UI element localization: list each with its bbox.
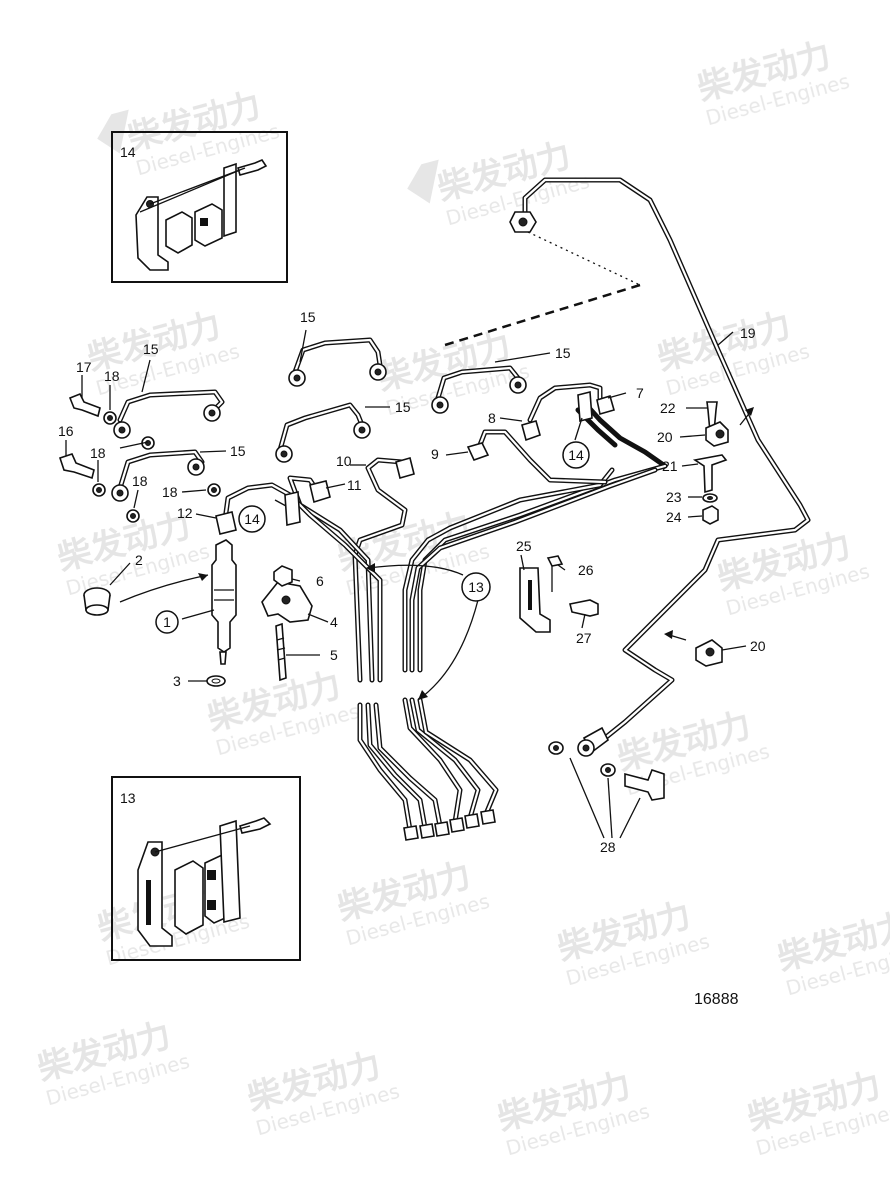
callout-20-lower: 20 [750, 638, 766, 654]
callout-27: 27 [576, 630, 592, 646]
lower-pipe-bundle [357, 697, 499, 841]
callout-12: 12 [177, 505, 193, 521]
callout-7: 7 [636, 385, 644, 401]
leak-off-pipes-15 [111, 337, 527, 502]
callout-9: 9 [431, 446, 439, 462]
callout-5: 5 [330, 647, 338, 663]
callout-15-middle-lower: 15 [395, 399, 411, 415]
callout-3: 3 [173, 673, 181, 689]
callout-15-left-upper: 15 [143, 341, 159, 357]
inset-14-label: 14 [120, 144, 136, 160]
callout-11: 11 [347, 477, 362, 493]
callout-8: 8 [488, 410, 496, 426]
delivery-pipes [215, 382, 668, 683]
callout-26: 26 [578, 562, 594, 578]
callout-2: 2 [135, 552, 143, 568]
inset-13-label: 13 [120, 790, 136, 806]
callout-17: 17 [76, 359, 92, 375]
dashed-connection [444, 231, 641, 347]
callout-10: 10 [336, 453, 352, 469]
callout-25: 25 [516, 538, 532, 554]
callout-15-middle-upper: 15 [300, 309, 316, 325]
callout-18-a: 18 [104, 368, 120, 384]
callout-4: 4 [330, 614, 338, 630]
callout-6: 6 [316, 573, 324, 589]
injector-assembly [83, 539, 313, 687]
return-pipe-19 [509, 177, 811, 757]
callout-28: 28 [600, 839, 616, 855]
callout-23: 23 [666, 489, 682, 505]
inset-13-clamp-detail: 13 [111, 776, 301, 961]
callout-14-left: 14 [244, 511, 260, 527]
callout-14-right: 14 [568, 447, 584, 463]
callout-24: 24 [666, 509, 682, 525]
banjo-bolts [58, 392, 221, 523]
callout-18-b: 18 [90, 445, 106, 461]
callout-21: 21 [662, 458, 678, 474]
callout-15-right: 15 [555, 345, 571, 361]
drawing-number: 16888 [694, 991, 739, 1008]
callout-16: 16 [58, 423, 74, 439]
callout-18-d: 18 [162, 484, 178, 500]
inset-14-clamp-detail: 14 [111, 131, 288, 283]
watermark: 柴发动力 Diesel-Engines 柴发动力 Diesel-Engines … [33, 35, 890, 1160]
leader-lines [65, 169, 754, 839]
callout-18-c: 18 [132, 473, 148, 489]
callout-1: 1 [163, 614, 171, 630]
callout-20-upper: 20 [657, 429, 673, 445]
callout-labels: 1 2 3 4 5 6 7 8 9 10 11 12 13 14 14 15 1… [58, 309, 766, 855]
callout-19: 19 [740, 325, 756, 341]
return-pipe-fittings [519, 401, 729, 801]
callout-22: 22 [660, 400, 676, 416]
callout-13: 13 [468, 579, 484, 595]
callout-15-left-lower: 15 [230, 443, 246, 459]
